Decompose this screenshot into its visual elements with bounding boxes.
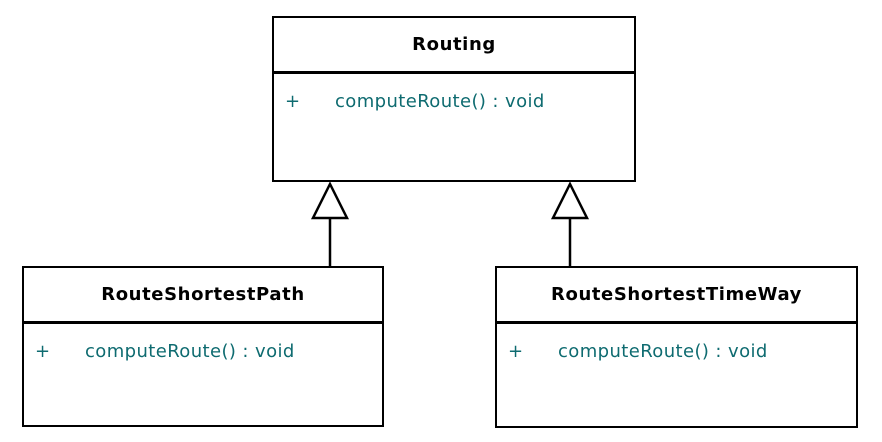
method-signature: computeRoute() : void <box>335 91 545 112</box>
method-signature: computeRoute() : void <box>85 341 295 362</box>
class-name: RouteShortestTimeWay <box>497 268 856 324</box>
method-row: + computeRoute() : void <box>274 91 634 113</box>
method-visibility: + <box>35 341 51 362</box>
generalization-arrow-left <box>310 181 350 267</box>
class-box-routing: Routing + computeRoute() : void <box>272 16 636 182</box>
generalization-arrow-right <box>550 181 590 267</box>
class-box-routeshortesttimeway: RouteShortestTimeWay + computeRoute() : … <box>495 266 858 428</box>
method-visibility: + <box>285 91 301 112</box>
class-methods-section: + computeRoute() : void <box>274 74 634 180</box>
method-row: + computeRoute() : void <box>24 341 382 363</box>
method-signature: computeRoute() : void <box>558 341 768 362</box>
method-visibility: + <box>508 341 524 362</box>
class-box-routeshortestpath: RouteShortestPath + computeRoute() : voi… <box>22 266 384 427</box>
class-name: RouteShortestPath <box>24 268 382 324</box>
class-methods-section: + computeRoute() : void <box>24 324 382 425</box>
method-row: + computeRoute() : void <box>497 341 856 363</box>
class-name: Routing <box>274 18 634 74</box>
class-methods-section: + computeRoute() : void <box>497 324 856 426</box>
